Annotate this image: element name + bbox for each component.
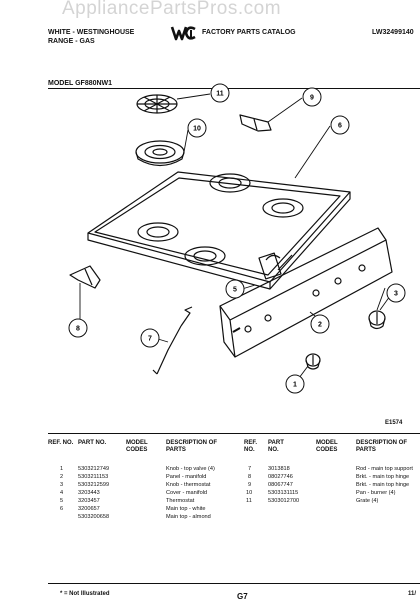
callout-1: 1 bbox=[285, 374, 305, 394]
left-row-5-desc: Thermostat bbox=[166, 498, 195, 504]
watermark: AppliancePartsPros.com bbox=[62, 0, 282, 19]
left-row-1-desc: Knob - top valve (4) bbox=[166, 466, 215, 472]
table-top-rule bbox=[48, 433, 420, 434]
callout-1-label: 1 bbox=[293, 382, 297, 389]
callout-11: 11 bbox=[210, 83, 230, 103]
manifold-panel-part bbox=[219, 227, 393, 358]
catalog-number: LW32499140 bbox=[372, 29, 414, 36]
left-row-4-part: 3203443 bbox=[78, 490, 100, 496]
right-row-5-desc: Grate (4) bbox=[356, 498, 379, 504]
thermostat-knob-part bbox=[368, 310, 386, 330]
left-row-5-part: 3203457 bbox=[78, 498, 100, 504]
callout-10: 10 bbox=[187, 118, 207, 138]
header-model-codes-left: MODEL CODES bbox=[126, 440, 148, 453]
right-row-2-desc: Brkt. - main top hinge bbox=[356, 474, 410, 480]
catalog-title: FACTORY PARTS CATALOG bbox=[202, 29, 296, 36]
callout-5-label: 5 bbox=[233, 287, 237, 294]
right-row-4-desc: Pan - burner (4) bbox=[356, 490, 396, 496]
right-row-3-part: 08067747 bbox=[268, 482, 293, 488]
header-part-no-right: PART NO. bbox=[268, 440, 284, 453]
left-row-4-desc: Cover - manifold bbox=[166, 490, 208, 496]
page-number: G7 bbox=[237, 592, 248, 601]
footer-rule bbox=[48, 583, 420, 584]
callout-9-label: 9 bbox=[310, 95, 314, 102]
left-row-1-part: 5303212749 bbox=[78, 466, 110, 472]
callout-6-label: 6 bbox=[338, 123, 342, 130]
left-row-2-desc: Panel - manifold bbox=[166, 474, 207, 480]
brand-line-1: WHITE - WESTINGHOUSE bbox=[48, 29, 135, 36]
callout-5: 5 bbox=[225, 279, 245, 299]
header-description-right: DESCRIPTION OF PARTS bbox=[356, 440, 408, 453]
hinge-bracket-left-part bbox=[69, 265, 101, 289]
header-part-no-left: PART NO. bbox=[78, 440, 107, 446]
right-row-2-ref: 8 bbox=[248, 474, 252, 480]
callout-2-label: 2 bbox=[318, 322, 322, 329]
left-row-3-desc: Knob - thermostat bbox=[166, 482, 211, 488]
header-model-codes-right: MODEL CODES bbox=[316, 440, 338, 453]
callout-3: 3 bbox=[386, 283, 406, 303]
right-row-1-desc: Rod - main top support bbox=[356, 466, 413, 472]
left-row-4-ref: 4 bbox=[60, 490, 64, 496]
footer-date: 11/ bbox=[408, 591, 417, 597]
callout-7: 7 bbox=[140, 328, 160, 348]
thermostat-part bbox=[258, 252, 293, 280]
left-row-6-ref: 6 bbox=[60, 506, 64, 512]
right-row-3-ref: 9 bbox=[248, 482, 252, 488]
figure-code: E1574 bbox=[385, 420, 403, 426]
left-row-7-part: 5303200658 bbox=[78, 514, 110, 520]
right-row-1-part: 3013818 bbox=[268, 466, 290, 472]
main-top-part bbox=[87, 171, 351, 290]
left-row-2-ref: 2 bbox=[60, 474, 64, 480]
model-label: MODEL GF880NW1 bbox=[48, 80, 113, 87]
left-row-2-part: 5303211153 bbox=[78, 474, 109, 480]
wci-logo-icon bbox=[170, 26, 196, 41]
callout-8: 8 bbox=[68, 318, 88, 338]
left-row-6-part: 3200657 bbox=[78, 506, 100, 512]
model-divider bbox=[48, 88, 420, 89]
right-row-1-ref: 7 bbox=[248, 466, 252, 472]
left-row-7-desc: Main top - almond bbox=[166, 514, 211, 520]
callout-6: 6 bbox=[330, 115, 350, 135]
callout-8-label: 8 bbox=[76, 326, 80, 333]
right-row-5-ref: 11 bbox=[246, 498, 252, 504]
right-row-4-ref: 10 bbox=[246, 490, 253, 496]
left-row-1-ref: 1 bbox=[60, 466, 64, 472]
left-row-5-ref: 5 bbox=[60, 498, 64, 504]
burner-pan-part bbox=[135, 140, 185, 167]
right-row-5-part: 5303012700 bbox=[268, 498, 300, 504]
left-row-3-part: 5303212599 bbox=[78, 482, 110, 488]
grate-part bbox=[136, 94, 178, 114]
brand-line-2: RANGE - GAS bbox=[48, 38, 95, 45]
callout-3-label: 3 bbox=[394, 291, 398, 298]
not-illustrated-note: * = Not Illustrated bbox=[60, 591, 110, 597]
support-rod-part bbox=[152, 306, 193, 375]
right-row-2-part: 08027746 bbox=[268, 474, 293, 480]
right-row-3-desc: Brkt. - main top hinge bbox=[356, 482, 410, 488]
exploded-parts-diagram: 11 10 9 6 5 2 3 1 8 7 bbox=[68, 83, 406, 394]
left-row-3-ref: 3 bbox=[60, 482, 64, 488]
callout-10-label: 10 bbox=[193, 126, 201, 133]
left-row-6-desc: Main top - white bbox=[166, 506, 206, 512]
valve-knob-part bbox=[305, 353, 321, 370]
header-ref-no-right: REF. NO. bbox=[244, 440, 258, 453]
callout-11-label: 11 bbox=[216, 91, 224, 98]
right-row-4-part: 5303131115 bbox=[268, 490, 299, 496]
callout-2: 2 bbox=[310, 314, 330, 334]
header-ref-no-left: REF. NO. bbox=[48, 440, 74, 446]
header-description-left: DESCRIPTION OF PARTS bbox=[166, 440, 218, 453]
callout-9: 9 bbox=[302, 87, 322, 107]
hinge-bracket-right-part bbox=[239, 114, 272, 132]
callout-7-label: 7 bbox=[148, 336, 152, 343]
